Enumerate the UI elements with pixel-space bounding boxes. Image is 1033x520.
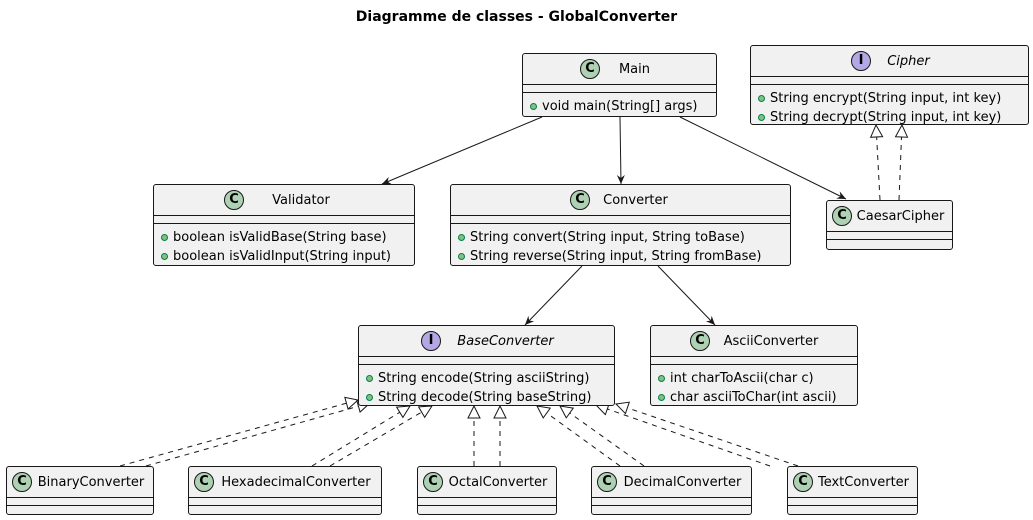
class-name: Converter (603, 192, 668, 208)
interface-name: BaseConverter (457, 333, 554, 349)
public-method-icon (658, 394, 665, 401)
class-badge-icon: C (597, 472, 617, 492)
class-name: Validator (272, 192, 330, 208)
edge-decimal-baseconv-1 (537, 406, 621, 467)
edge-main-caesar (679, 116, 847, 200)
edge-hex-baseconv-2 (329, 406, 432, 467)
method-item: int charToAscii(char c) (658, 369, 857, 388)
method-item: String convert(String input, String toBa… (458, 228, 790, 247)
interface-badge-icon: I (421, 331, 441, 351)
edge-binary-baseconv-1 (119, 400, 358, 467)
method-item: boolean isValidInput(String input) (161, 247, 414, 266)
public-method-icon (161, 253, 168, 260)
class-name: DecimalConverter (623, 474, 742, 490)
interface-baseconverter[interactable]: I BaseConverter String encode(String asc… (358, 325, 615, 406)
method-item: String encode(String asciiString) (366, 369, 614, 388)
method-item: String decrypt(String input, int key) (758, 108, 1028, 127)
edge-caesar-cipher-2 (899, 125, 902, 201)
public-method-icon (658, 375, 665, 382)
class-badge-icon: C (570, 190, 590, 210)
method-item: boolean isValidBase(String base) (161, 228, 414, 247)
edge-main-validator (381, 116, 543, 185)
method-item: char asciiToChar(int ascii) (658, 388, 857, 407)
class-octalconverter[interactable]: C OctalConverter (417, 466, 557, 515)
edge-converter-baseconv (524, 265, 583, 326)
class-badge-icon: C (12, 472, 32, 492)
public-method-icon (458, 253, 465, 260)
class-name: AsciiConverter (723, 333, 819, 349)
class-converter[interactable]: C Converter String convert(String input,… (450, 184, 791, 266)
edge-binary-baseconv-2 (145, 403, 370, 467)
class-badge-icon: C (423, 472, 443, 492)
public-method-icon (458, 234, 465, 241)
edge-decimal-baseconv-2 (560, 406, 645, 467)
class-badge-icon: C (793, 472, 813, 492)
class-badge-icon: C (690, 331, 710, 351)
class-name: OctalConverter (448, 474, 548, 490)
class-badge-icon: C (832, 206, 852, 226)
class-validator[interactable]: C Validator boolean isValidBase(String b… (153, 184, 415, 266)
interface-name: Cipher (887, 53, 930, 69)
edge-hex-baseconv-1 (311, 406, 410, 467)
public-method-icon (161, 234, 168, 241)
class-name: BinaryConverter (37, 474, 145, 490)
class-caesarcipher[interactable]: C CaesarCipher (826, 200, 953, 250)
class-decimalconverter[interactable]: C DecimalConverter (591, 466, 752, 515)
method-item: void main(String[] args) (530, 97, 716, 116)
method-item: String decode(String baseString) (366, 388, 614, 407)
class-name: HexadecimalConverter (221, 474, 371, 490)
interface-cipher[interactable]: I Cipher String encrypt(String input, in… (750, 45, 1029, 125)
class-binaryconverter[interactable]: C BinaryConverter (6, 466, 154, 515)
method-item: String encrypt(String input, int key) (758, 89, 1028, 108)
public-method-icon (530, 103, 537, 110)
diagram-title: Diagramme de classes - GlobalConverter (355, 9, 678, 25)
class-textconverter[interactable]: C TextConverter (787, 466, 918, 515)
class-main[interactable]: C Main void main(String[] args) (522, 53, 717, 117)
edge-text-baseconv-1 (596, 405, 771, 467)
class-name: Main (618, 61, 651, 77)
class-badge-icon: C (224, 190, 244, 210)
edge-caesar-cipher-1 (876, 125, 880, 201)
edge-text-baseconv-2 (616, 404, 799, 467)
edge-main-converter (616, 116, 625, 185)
public-method-icon (758, 114, 765, 121)
public-method-icon (366, 394, 373, 401)
class-badge-icon: C (194, 472, 214, 492)
class-name: TextConverter (817, 474, 910, 490)
class-hexadecimalconverter[interactable]: C HexadecimalConverter (188, 466, 382, 515)
edge-converter-ascii (657, 265, 716, 326)
class-badge-icon: C (580, 59, 600, 79)
public-method-icon (758, 95, 765, 102)
interface-badge-icon: I (851, 51, 871, 71)
public-method-icon (366, 375, 373, 382)
method-item: String reverse(String input, String from… (458, 247, 790, 266)
class-asciiconverter[interactable]: C AsciiConverter int charToAscii(char c)… (650, 325, 858, 406)
class-name: CaesarCipher (856, 208, 945, 224)
